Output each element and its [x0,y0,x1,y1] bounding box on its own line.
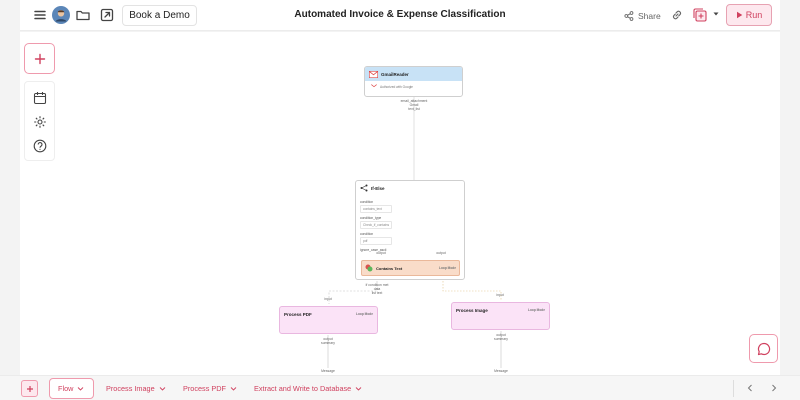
chevron-down-icon[interactable] [712,10,720,18]
gmail-small-icon [371,84,377,88]
plus-icon [26,385,33,392]
false-output-label: output [436,251,446,255]
if-else-title: If-Else [371,185,385,191]
run-button[interactable]: Run [726,4,772,26]
condition-field[interactable]: contains_text [360,205,392,213]
process-image-node[interactable]: Process Image Loop Mode [451,302,550,330]
gmail-icon [369,70,378,78]
pdf-message-label: Message [321,369,335,373]
gear-icon[interactable] [33,115,47,129]
chat-icon [757,342,770,355]
folder-icon[interactable] [75,7,91,23]
top-bar: Book a Demo Automated Invoice & Expense … [20,0,780,31]
chevron-down-icon [230,387,237,391]
chevron-down-icon [355,387,362,391]
loop-mode-badge: Loop Mode [439,266,456,270]
workflow-title: Automated Invoice & Expense Classificati… [294,9,506,20]
tab-divider [733,380,734,397]
tab-process-pdf-label: Process PDF [183,384,226,393]
run-label: Run [745,10,763,20]
condition-type-field[interactable]: Check_if_contains [360,221,392,229]
pdf-loop-badge: Loop Mode [356,312,373,316]
book-demo-button[interactable]: Book a Demo [122,5,197,26]
gmail-auth-row: Authorized with Google [365,81,462,92]
share-button[interactable]: Share [624,8,661,24]
gmail-reader-node[interactable]: GmailReader Authorized with Google [364,66,463,97]
contains-text-title: Contains Text [376,265,403,271]
gmail-node-header: GmailReader [365,67,462,81]
tab-process-image-label: Process Image [106,384,155,393]
tab-process-pdf[interactable]: Process PDF [175,378,245,399]
ignore-case-checkbox[interactable]: ignore_case_ascii [360,248,387,252]
condition-value-field[interactable]: pdf [360,237,392,245]
calendar-icon[interactable] [33,91,47,105]
help-icon[interactable] [33,139,47,153]
tab-flow[interactable]: Flow [49,378,94,399]
if-else-header: If-Else [356,181,464,195]
image-node-header: Process Image Loop Mode [452,303,549,317]
contains-text-node[interactable]: Contains Text Loop Mode [361,260,460,276]
gmail-node-title: GmailReader [381,71,409,77]
chevron-right-icon[interactable] [769,383,779,393]
if-else-node[interactable]: If-Else condition contains_text conditio… [355,180,465,280]
menu-icon[interactable] [32,7,48,23]
tab-extract-write-database[interactable]: Extract and Write to Database [246,378,370,399]
add-subflow-icon[interactable] [692,7,708,23]
share-icon [624,11,634,21]
if-else-fields: condition contains_text condition_type C… [356,195,464,254]
branch-icon [360,184,368,192]
tab-process-image[interactable]: Process Image [98,378,174,399]
chevron-down-icon [159,387,165,391]
plus-icon [34,53,45,64]
chevron-down-icon [78,387,84,391]
image-node-title: Process Image [456,307,488,313]
share-label: Share [638,11,661,21]
tab-extract-write-database-label: Extract and Write to Database [254,384,352,393]
tab-flow-label: Flow [58,384,74,393]
bottom-tab-bar: Flow Process Image Process PDF Extract a… [0,375,800,400]
image-loop-badge: Loop Mode [528,308,545,312]
play-icon [736,11,743,19]
pdf-node-title: Process PDF [284,311,312,317]
chevron-left-icon[interactable] [745,383,755,393]
image-input-label: input [496,293,504,297]
process-pdf-node[interactable]: Process PDF Loop Mode [279,306,378,334]
pdf-input-label: input [324,297,332,301]
gmail-auth-text: Authorized with Google [380,84,413,89]
external-link-icon[interactable] [99,7,115,23]
link-icon[interactable] [670,8,684,22]
add-tab-button[interactable] [21,380,38,397]
add-node-button[interactable] [24,43,55,74]
avatar[interactable] [52,6,70,24]
text-check-icon [365,264,373,272]
left-toolbar [24,81,55,161]
image-message-label: Message [494,369,508,373]
true-output-label: output [376,251,386,255]
pdf-node-header: Process PDF Loop Mode [280,307,377,321]
chat-button[interactable] [749,334,778,363]
